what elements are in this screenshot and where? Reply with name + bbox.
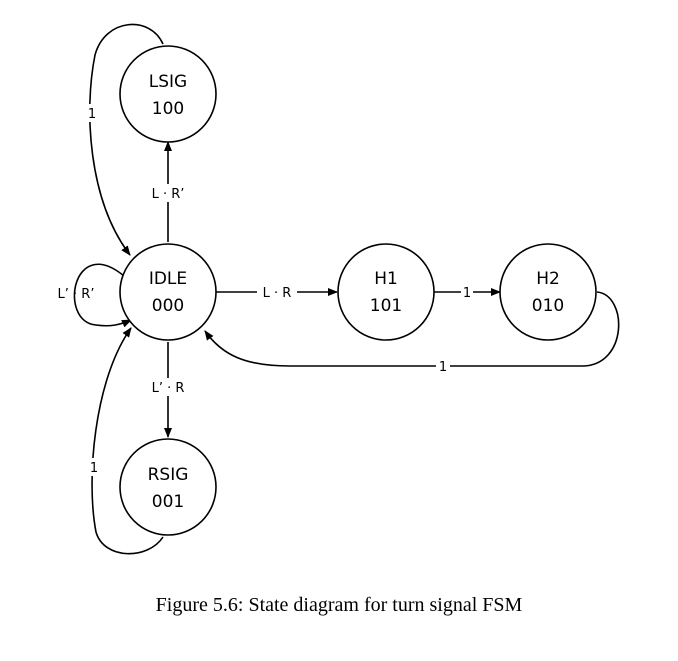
label-rsig-to-idle: 1 bbox=[90, 461, 98, 476]
edge-lsig-to-idle bbox=[89, 23, 164, 256]
state-h2-code: 010 bbox=[532, 296, 564, 316]
label-idle-to-h1: L · R bbox=[263, 286, 292, 301]
figure-caption: Figure 5.6: State diagram for turn signa… bbox=[155, 594, 523, 616]
state-rsig-code: 001 bbox=[152, 492, 184, 512]
label-h2-to-idle: 1 bbox=[439, 360, 447, 375]
state-rsig: RSIG 001 bbox=[119, 438, 217, 536]
label-idle-self: L’ · R’ bbox=[58, 287, 95, 302]
label-lsig-to-idle: 1 bbox=[88, 107, 96, 122]
label-idle-to-lsig: L · R’ bbox=[152, 187, 185, 202]
state-lsig-name: LSIG bbox=[149, 72, 187, 92]
state-h1: H1 101 bbox=[337, 243, 435, 341]
state-lsig-code: 100 bbox=[152, 99, 184, 119]
edge-idle-self-loop bbox=[73, 263, 132, 328]
state-idle-code: 000 bbox=[152, 296, 184, 316]
state-h1-code: 101 bbox=[370, 296, 402, 316]
label-idle-to-rsig: L’ · R bbox=[152, 381, 185, 396]
state-idle: IDLE 000 bbox=[119, 243, 217, 341]
label-h1-to-h2: 1 bbox=[463, 286, 471, 301]
state-h2-name: H2 bbox=[536, 269, 560, 289]
state-h2: H2 010 bbox=[499, 243, 597, 341]
edge-rsig-to-idle bbox=[91, 327, 164, 555]
edge-h2-to-idle bbox=[204, 291, 620, 367]
state-idle-name: IDLE bbox=[149, 269, 187, 289]
state-lsig: LSIG 100 bbox=[119, 45, 217, 143]
state-h1-name: H1 bbox=[374, 269, 398, 289]
state-rsig-name: RSIG bbox=[148, 465, 189, 485]
